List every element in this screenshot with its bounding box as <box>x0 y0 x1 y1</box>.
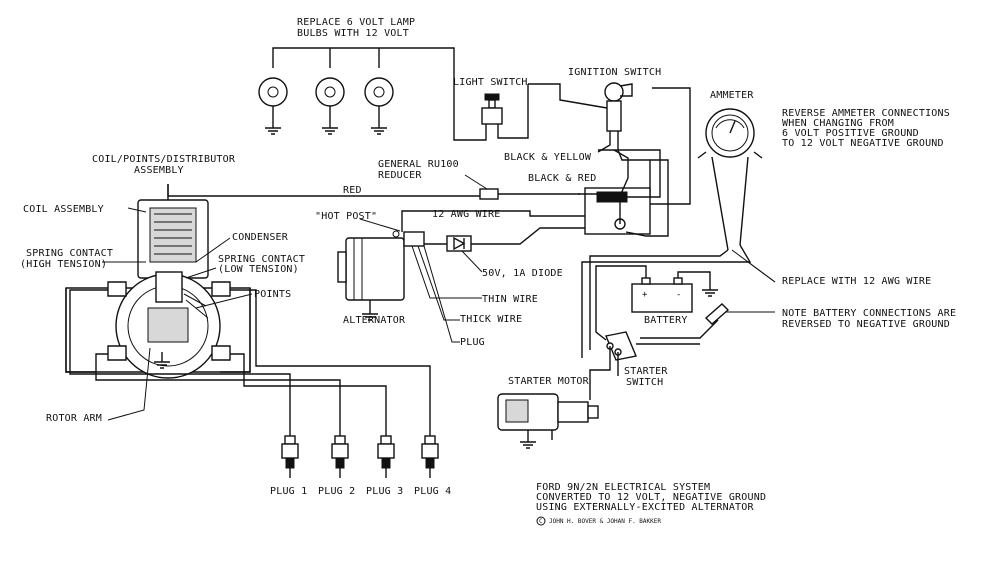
ignition-switch-label: IGNITION SWITCH <box>568 67 661 78</box>
general-reducer-label-line1: GENERAL RU100 <box>378 159 459 170</box>
ammeter-label: AMMETER <box>710 90 754 101</box>
ignition-switch-icon <box>528 82 651 196</box>
spring-contact-low-label-line2: (LOW TENSION) <box>218 264 299 275</box>
12-awg-wire-label: 12 AWG WIRE <box>432 209 500 220</box>
coil-assembly-label: COIL ASSEMBLY <box>23 204 104 215</box>
coil-points-distributor-label-line2: ASSEMBLY <box>134 165 184 176</box>
copyright-symbol: C <box>539 518 543 525</box>
credit-line: JOHN H. BOVER & JOHAN F. BAKKER <box>549 518 661 525</box>
alternator-label: ALTERNATOR <box>343 315 406 326</box>
alternator-icon <box>337 218 482 343</box>
spark-plug-icon <box>377 435 395 478</box>
condenser-label: CONDENSER <box>232 232 289 243</box>
diode-label: 50V, 1A DIODE <box>482 268 563 279</box>
battery-label: BATTERY <box>644 315 688 326</box>
light-switch-label: LIGHT SWITCH <box>453 77 528 88</box>
spark-plug-icon <box>331 435 349 478</box>
reverse-ammeter-note-line3: 6 VOLT POSITIVE GROUND <box>782 128 919 139</box>
light-switch-icon <box>453 84 529 141</box>
spark-plug-icon <box>421 435 439 478</box>
thick-wire-label: THICK WIRE <box>460 314 522 325</box>
spark-plug-icon <box>281 435 299 478</box>
starter-motor-icon <box>497 393 599 449</box>
battery-icon: + - <box>595 265 775 341</box>
replace-12awg-label: REPLACE WITH 12 AWG WIRE <box>782 276 931 287</box>
reverse-ammeter-note-line2: WHEN CHANGING FROM <box>782 118 894 129</box>
ru100-reducer <box>167 174 580 200</box>
replace-bulbs-note-line1: REPLACE 6 VOLT LAMP <box>297 17 415 28</box>
plug-1-label: PLUG 1 <box>270 486 307 497</box>
spring-contact-high-label-line2: (HIGH TENSION) <box>20 259 107 270</box>
replace-wire-pointer <box>731 249 776 283</box>
ammeter-wire-2 <box>581 244 752 358</box>
rotor-arm-label: ROTOR ARM <box>46 413 102 424</box>
copyright-icon <box>536 516 546 526</box>
reverse-ammeter-note-line4: TO 12 VOLT NEGATIVE GROUND <box>782 138 944 149</box>
starter-motor-label: STARTER MOTOR <box>508 376 590 387</box>
reverse-ammeter-note-line1: REVERSE AMMETER CONNECTIONS <box>782 108 950 119</box>
ignition-terminal-block <box>401 87 691 245</box>
general-reducer-label-line2: REDUCER <box>378 170 422 181</box>
lamp-bulb-icon <box>315 77 345 135</box>
ammeter-wire-1 <box>589 249 729 350</box>
replace-bulbs-note-line2: BULBS WITH 12 VOLT <box>297 28 409 39</box>
lamp-bulb-icon <box>258 77 288 135</box>
points-label: POINTS <box>254 289 291 300</box>
spring-contact-low-label-line1: SPRING CONTACT <box>218 254 305 265</box>
coil-points-distributor-label-line1: COIL/POINTS/DISTRIBUTOR <box>92 154 236 165</box>
plug-4-label: PLUG 4 <box>414 486 451 497</box>
spark-plug-leads <box>69 289 431 436</box>
hot-post-label: "HOT POST" <box>315 211 377 222</box>
battery-plus-sign: + <box>642 290 648 300</box>
note-battery-line1: NOTE BATTERY CONNECTIONS ARE <box>782 308 956 319</box>
lamp-bulb-icon <box>364 77 394 135</box>
plug-wire-label: PLUG <box>460 337 485 348</box>
plug-2-label: PLUG 2 <box>318 486 355 497</box>
thin-wire-label: THIN WIRE <box>482 294 538 305</box>
starter-switch-label-line1: STARTER <box>624 366 668 377</box>
black-yellow-wire-label: BLACK & YELLOW <box>504 152 592 163</box>
diagram-title-line3: USING EXTERNALLY-EXCITED ALTERNATOR <box>536 502 754 513</box>
note-battery-line2: REVERSED TO NEGATIVE GROUND <box>782 319 950 330</box>
ammeter-icon <box>697 108 763 251</box>
diagram-title-line2: CONVERTED TO 12 VOLT, NEGATIVE GROUND <box>536 492 766 503</box>
black-red-wire-label: BLACK & RED <box>528 173 596 184</box>
distributor-assembly <box>65 184 253 421</box>
plug-3-label: PLUG 3 <box>366 486 403 497</box>
diode-icon <box>422 235 483 273</box>
starter-switch-icon <box>589 303 730 400</box>
starter-switch-label-line2: SWITCH <box>626 377 663 388</box>
lamp-circuit <box>258 47 455 135</box>
diagram-title-line1: FORD 9N/2N ELECTRICAL SYSTEM <box>536 482 710 493</box>
spring-contact-high-label-line1: SPRING CONTACT <box>26 248 113 259</box>
battery-minus-sign: - <box>676 290 681 300</box>
red-wire-label: RED <box>343 185 362 196</box>
